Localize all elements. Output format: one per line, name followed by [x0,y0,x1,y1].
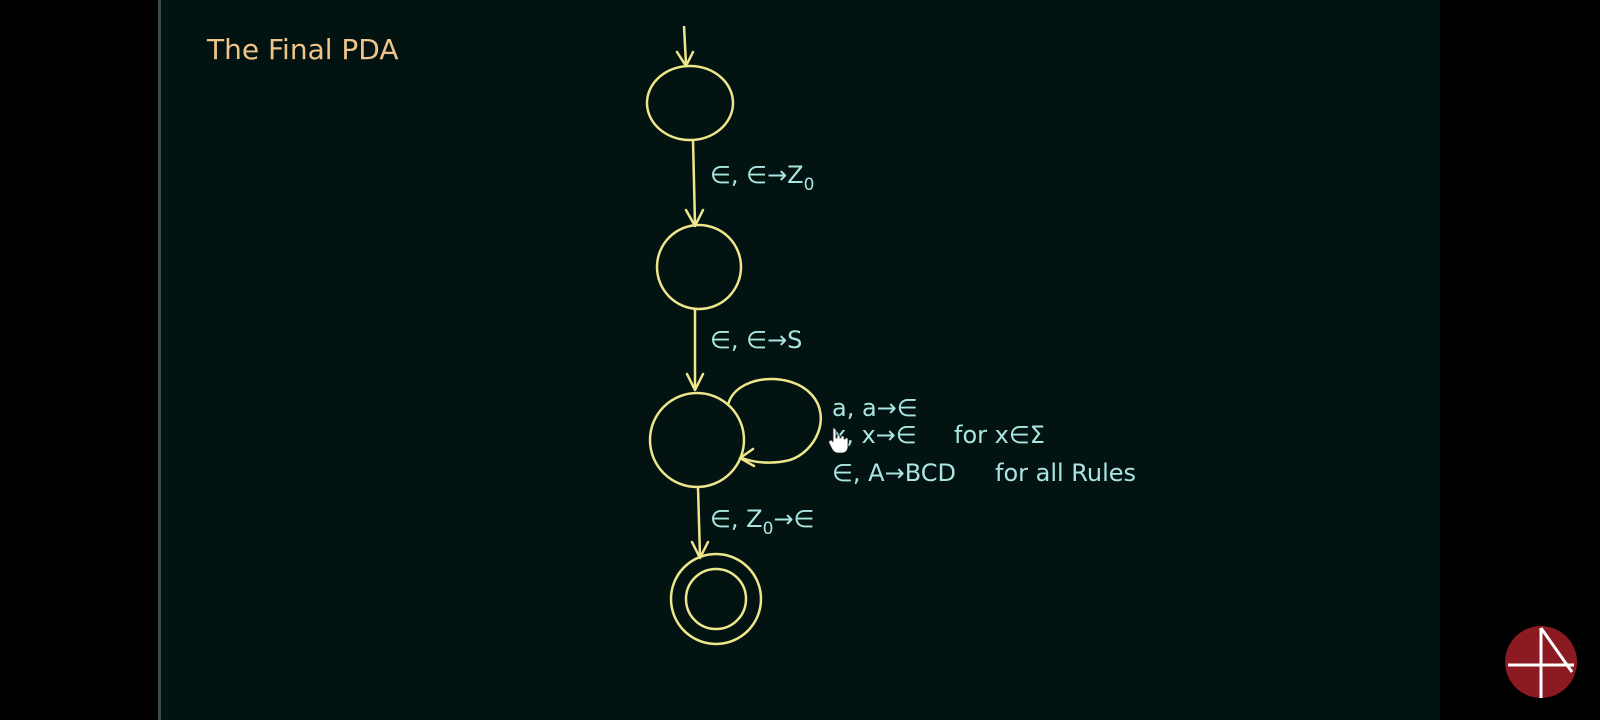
transition-push-z0-subscript: 0 [804,175,815,195]
transition-pop-z0: ∈, Z0→∈ [690,487,814,560]
state-accept [669,552,763,646]
transition-push-z0-main: ∈, ∈→Z [710,161,804,189]
slide-left-edge [158,0,161,720]
state-start [645,64,735,142]
transition-push-s-label: ∈, ∈→S [710,326,802,354]
slide-title: The Final PDA [206,33,399,66]
state-loop [648,391,746,489]
transition-self-loop [726,377,823,468]
loop-rule-expand: ∈, A→BCD [832,459,956,487]
transition-push-z0-label: ∈, ∈→Z0 [710,161,814,195]
hand-pointer-icon [828,427,849,454]
state-push-start [655,223,743,311]
loop-rule-expand-note: for all Rules [995,459,1136,487]
transition-push-z0: ∈, ∈→Z0 [684,139,814,228]
transition-pop-z0-label: ∈, Z0→∈ [710,505,814,539]
start-arrow [675,25,695,68]
transition-push-s: ∈, ∈→S [685,309,802,392]
transition-pop-z0-pre: ∈, Z [710,505,763,533]
slide-canvas [160,0,1440,720]
channel-logo-icon[interactable] [1505,626,1577,698]
loop-rule-match-x-note: for x∈Σ [954,421,1045,449]
transition-pop-z0-subscript: 0 [763,519,774,539]
transition-pop-z0-post: →∈ [773,505,814,533]
loop-rule-match-a: a, a→∈ [832,394,918,422]
